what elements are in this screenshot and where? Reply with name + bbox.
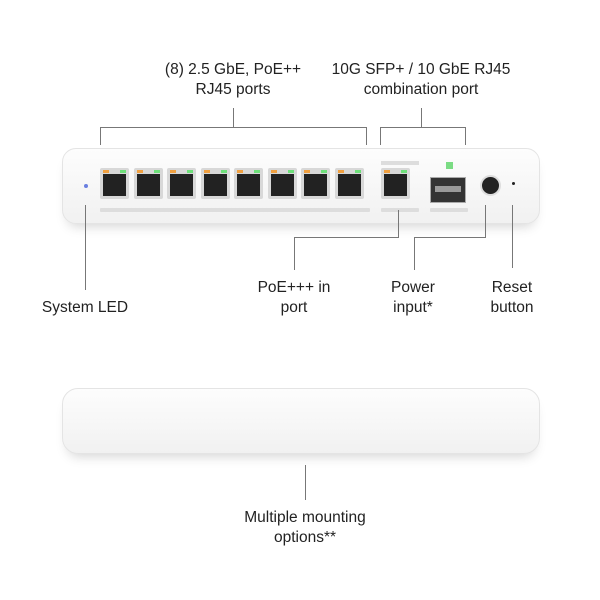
system-led: [84, 184, 88, 188]
system-led-callout: [85, 205, 86, 290]
switch-back: [62, 388, 540, 454]
reset-button: [512, 182, 515, 185]
rj45-port: [100, 168, 129, 199]
sfp-port: [430, 177, 466, 203]
rj45-port: [133, 168, 163, 199]
mount-callout: [305, 465, 306, 500]
sfp-led: [446, 162, 453, 169]
rj45-ports-label: (8) 2.5 GbE, PoE++RJ45 ports: [164, 61, 302, 98]
rj45-port: [301, 168, 330, 199]
rj45-port: [234, 168, 263, 199]
system-led-label: System LED: [41, 299, 129, 316]
rj45-port: [334, 168, 364, 199]
reset-callout: [512, 205, 513, 268]
rj45-port: [167, 168, 196, 199]
poe-in-port: [381, 168, 410, 199]
switch-front: [62, 148, 540, 224]
rj45-port: [200, 168, 230, 199]
power-jack: [480, 175, 501, 196]
rj45-port: [267, 168, 297, 199]
